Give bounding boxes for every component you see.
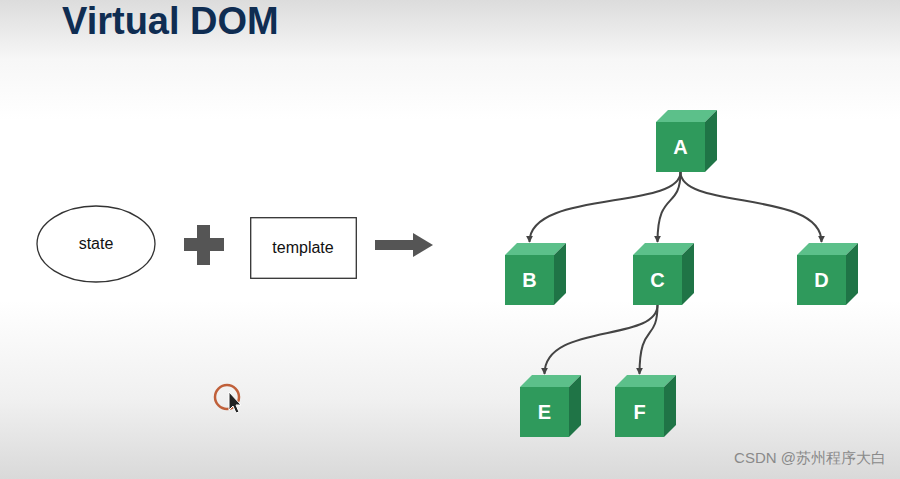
result-arrow <box>375 233 433 257</box>
node-label: C <box>650 269 664 292</box>
state-ellipse: state <box>36 205 156 283</box>
node-label: E <box>538 401 551 424</box>
node-label: B <box>522 269 536 292</box>
vnode-cube: D <box>797 243 858 305</box>
slide-title: Virtual DOM <box>62 0 279 43</box>
node-label: template <box>272 239 333 257</box>
tree-connector <box>530 172 681 242</box>
vnode-cube: F <box>615 375 676 437</box>
watermark: CSDN @苏州程序大白 <box>734 449 886 468</box>
node-label: A <box>673 136 687 159</box>
node-label: state <box>79 235 114 253</box>
node-label: D <box>814 269 828 292</box>
tree-connector <box>681 172 822 242</box>
node-label: F <box>633 401 645 424</box>
tree-connector <box>640 305 658 374</box>
vnode-cube: C <box>633 243 694 305</box>
tree-connector <box>545 305 658 374</box>
template-box: template <box>250 217 357 279</box>
mouse-cursor <box>215 385 241 413</box>
plus-sign <box>184 225 224 265</box>
vnode-cube: A <box>656 110 717 172</box>
vnode-cube: B <box>505 243 566 305</box>
tree-connector <box>658 172 681 242</box>
vnode-cube: E <box>520 375 581 437</box>
